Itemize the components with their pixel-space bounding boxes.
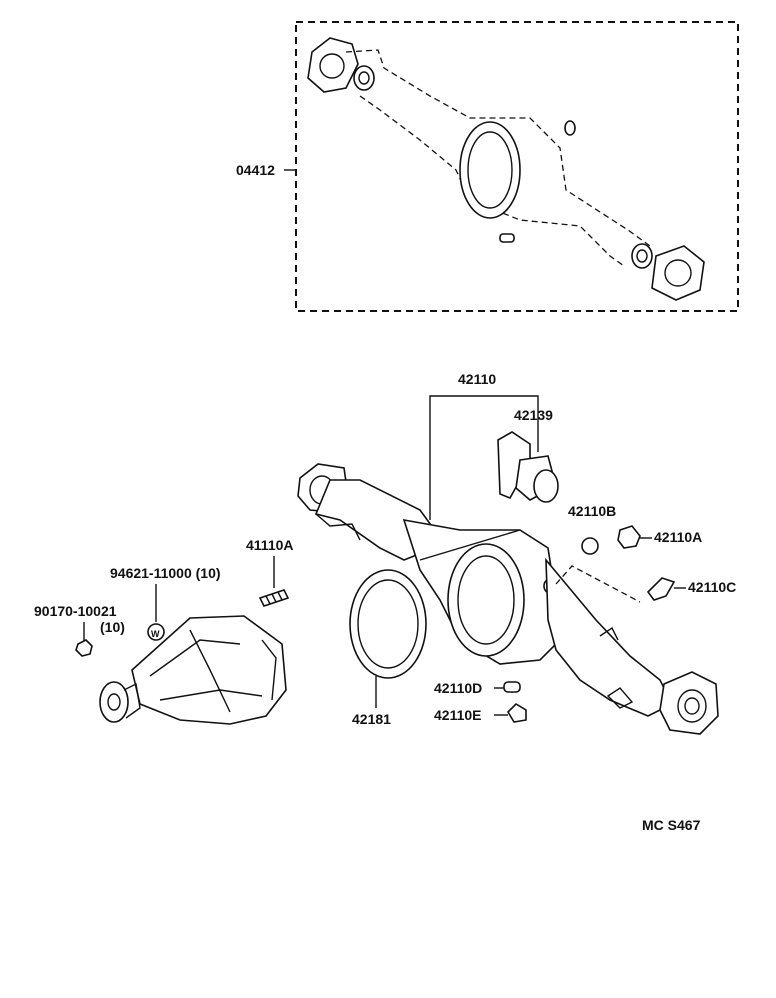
kit-right-flange-hole	[664, 259, 692, 287]
plug-42110e	[506, 702, 527, 723]
label-94621[interactable]: 94621-11000 (10)	[110, 565, 221, 581]
kit-left-flange-hole	[319, 53, 345, 79]
gasket-inner	[357, 579, 419, 669]
leader-42110	[429, 395, 539, 520]
housing-right-tube	[545, 557, 674, 717]
housing-center-flange	[447, 543, 525, 657]
kit-right-flange	[651, 245, 705, 301]
kit-plug-bottom	[499, 233, 515, 243]
carrier-pinion-neck	[123, 682, 141, 719]
label-42110b[interactable]: 42110B	[568, 503, 616, 519]
housing-right-clip	[599, 626, 619, 641]
gasket-outer	[349, 569, 427, 679]
kit-dashed-box	[295, 21, 739, 312]
nut-90170	[75, 639, 93, 657]
carrier-ribs	[149, 629, 263, 713]
kit-center-flange	[459, 121, 521, 219]
label-04412[interactable]: 04412	[236, 162, 275, 178]
kit-plug-top	[564, 120, 576, 136]
carrier-flange-edge	[261, 639, 277, 701]
plug-42110b	[581, 537, 599, 555]
housing-seam	[419, 529, 521, 561]
label-90170-line1[interactable]: 90170-10021	[34, 603, 117, 619]
label-42110[interactable]: 42110	[458, 371, 496, 387]
label-41110a[interactable]: 41110A	[246, 537, 294, 553]
kit-left-flange	[307, 37, 359, 93]
differential-carrier	[99, 615, 287, 725]
washer-mark: W	[151, 629, 160, 639]
kit-housing-outline	[307, 37, 705, 301]
carrier-body	[131, 615, 287, 725]
washer-94621	[147, 623, 165, 641]
carrier-pinion-flange	[99, 681, 129, 723]
label-42139[interactable]: 42139	[514, 407, 553, 423]
gasket-42181	[349, 569, 427, 679]
plug-42110a	[617, 525, 641, 549]
kit-left-bearing	[353, 65, 375, 91]
label-90170-line2: (10)	[100, 619, 125, 635]
bracket-42139	[497, 431, 559, 503]
plug-42110d	[503, 681, 521, 693]
label-42181[interactable]: 42181	[352, 711, 391, 727]
label-42110a[interactable]: 42110A	[654, 529, 702, 545]
label-42110d[interactable]: 42110D	[434, 680, 482, 696]
figure-code: MC S467	[642, 817, 701, 833]
housing-left-bracket	[315, 513, 361, 541]
kit-right-bearing	[631, 243, 653, 269]
axle-housing	[297, 463, 719, 735]
stud-thread	[265, 591, 283, 605]
breather-dashed-leader	[555, 565, 641, 603]
label-42110e[interactable]: 42110E	[434, 707, 482, 723]
housing-right-flange	[659, 671, 719, 735]
housing-right-bracket	[606, 687, 634, 709]
breather-42110c	[646, 577, 676, 601]
label-42110c[interactable]: 42110C	[688, 579, 736, 595]
bracket-tube-end	[533, 469, 559, 503]
